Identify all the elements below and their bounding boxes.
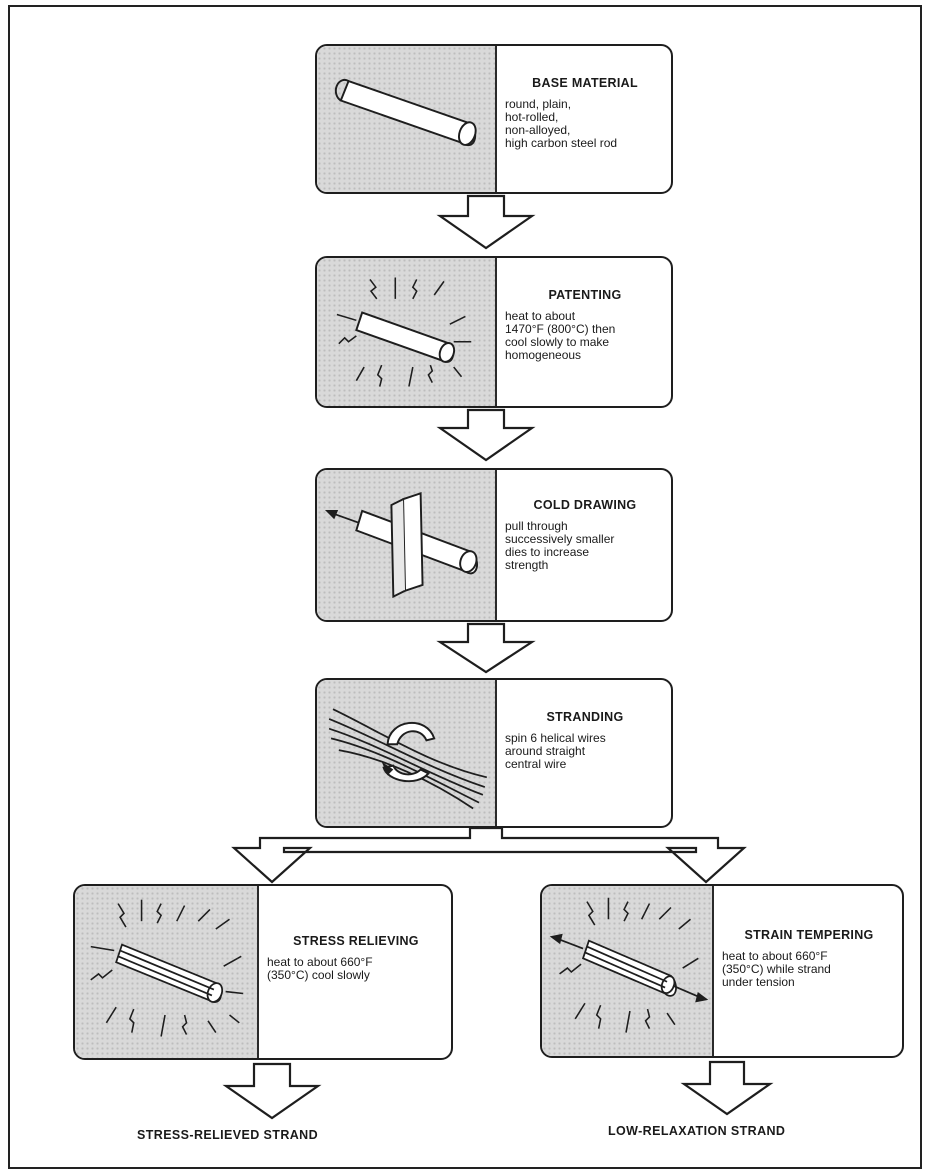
stranding-illustration (317, 680, 497, 826)
strain-tempering-illustration (542, 886, 714, 1056)
step-base-material: BASE MATERIAL round, plain, hot-rolled, … (315, 44, 673, 194)
strand-twist-icon (328, 708, 487, 810)
step-patenting: PATENTING heat to about 1470°F (800°C) t… (315, 256, 673, 408)
die-icon (324, 492, 478, 599)
step-title: STRESS RELIEVING (293, 934, 419, 948)
step-cold-drawing: COLD DRAWING pull through successively s… (315, 468, 673, 622)
step-stranding: STRANDING spin 6 helical wires around st… (315, 678, 673, 828)
step-title: BASE MATERIAL (532, 76, 638, 90)
rod-illustration (317, 46, 497, 192)
step-description: round, plain, hot-rolled, non-alloyed, h… (505, 97, 618, 150)
drawing-illustration (317, 470, 497, 620)
heat-strand-icon (90, 899, 244, 1037)
step-title: COLD DRAWING (533, 498, 637, 512)
heating-illustration (317, 258, 497, 406)
output-low-relaxation-strand: LOW-RELAXATION STRAND (608, 1124, 786, 1138)
step-description: pull through successively smaller dies t… (505, 519, 615, 572)
step-title: STRAIN TEMPERING (744, 928, 874, 942)
step-description: heat to about 660°F (350°C) while strand… (722, 949, 831, 989)
heat-arrows-icon (336, 277, 472, 387)
step-strain-tempering: STRAIN TEMPERING heat to about 660°F (35… (540, 884, 904, 1058)
step-description: spin 6 helical wires around straight cen… (505, 731, 606, 771)
output-stress-relieved-strand: STRESS-RELIEVED STRAND (137, 1128, 319, 1142)
stress-relieving-illustration (75, 886, 259, 1058)
step-description: heat to about 660°F (350°C) cool slowly (267, 955, 373, 982)
step-description: heat to about 1470°F (800°C) then cool s… (505, 309, 616, 362)
step-title: PATENTING (548, 288, 622, 302)
tension-strand-icon (549, 897, 709, 1033)
step-title: STRANDING (546, 710, 624, 724)
step-stress-relieving: STRESS RELIEVING heat to about 660°F (35… (73, 884, 453, 1060)
rod-icon (334, 78, 477, 147)
